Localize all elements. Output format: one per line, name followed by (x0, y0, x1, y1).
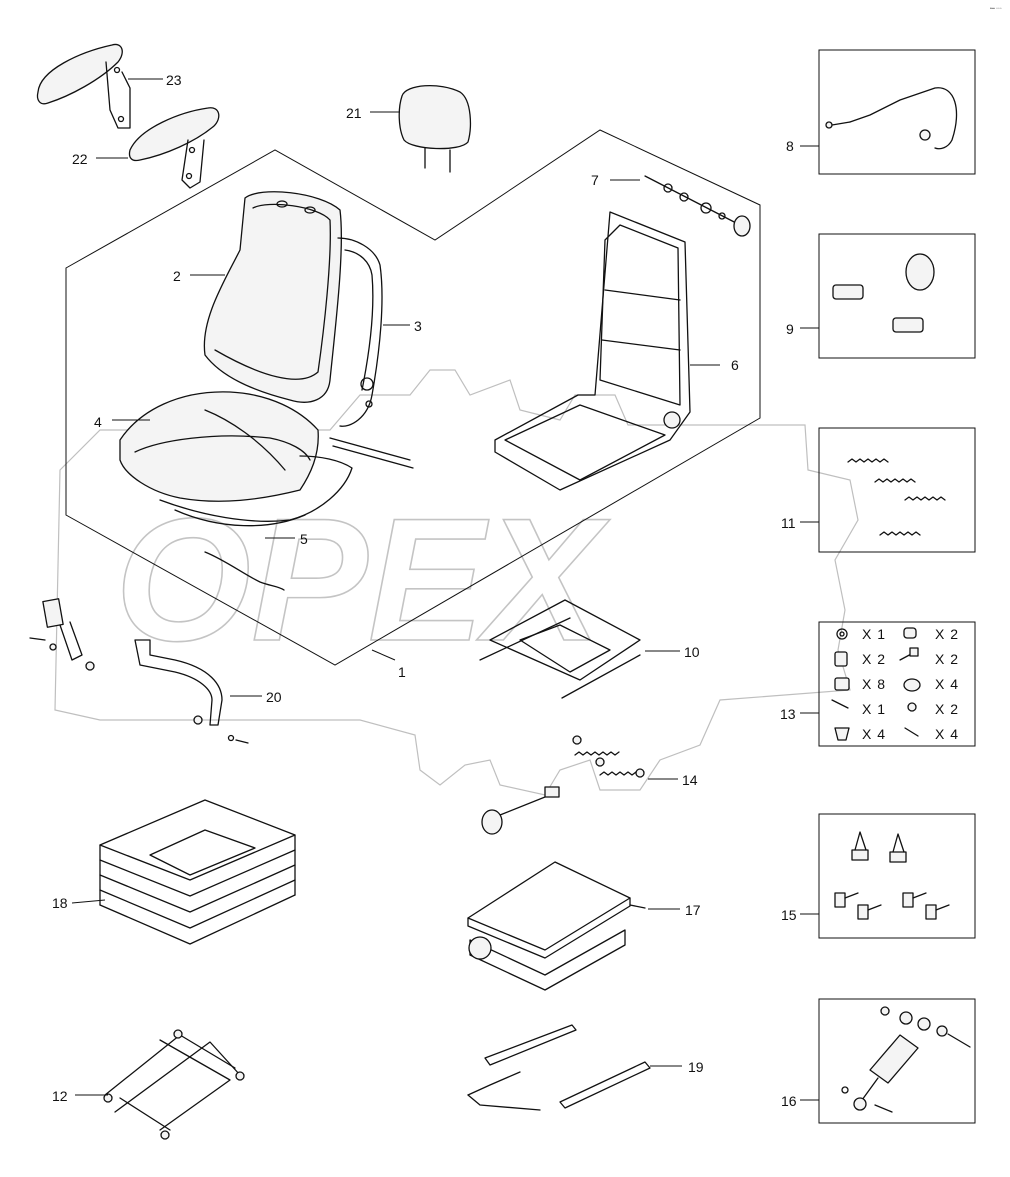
box-9 (818, 233, 976, 359)
damper-16 (841, 1006, 971, 1113)
suspension-17 (467, 861, 646, 991)
box-8 (818, 49, 976, 175)
spring-kit-14 (481, 735, 645, 835)
qty-3: X 2 (862, 651, 886, 667)
callout-12: 12 (52, 1088, 68, 1104)
callout-2: 2 (173, 268, 181, 284)
callout-6: 6 (731, 357, 739, 373)
seatbelt-20 (29, 598, 249, 744)
scissor-12 (103, 1029, 245, 1140)
back-shell-3 (337, 237, 383, 427)
springs-11 (847, 458, 946, 536)
callout-11: 11 (781, 515, 796, 531)
seat-frame-6 (494, 211, 691, 491)
callout-15: 15 (781, 907, 797, 923)
callout-9: 9 (786, 321, 794, 337)
callout-7: 7 (591, 172, 599, 188)
corner-mark: •━ ▫▫▫ (990, 6, 1002, 12)
seat-assembly-outline (65, 129, 761, 666)
callout-1: 1 (398, 664, 406, 680)
armrest-23 (36, 43, 131, 129)
qty-10: X 4 (935, 726, 959, 742)
seat-pan-5 (159, 455, 353, 527)
bellows-18 (99, 799, 296, 945)
rails-19 (467, 1024, 651, 1111)
box-13 (818, 621, 976, 747)
clips-9 (832, 253, 935, 333)
callout-17: 17 (685, 902, 701, 918)
qty-4: X 2 (935, 651, 959, 667)
qty-6: X 4 (935, 676, 959, 692)
armrest-22 (128, 107, 220, 189)
box-15 (818, 813, 976, 939)
callout-3: 3 (414, 318, 422, 334)
headrest-21 (398, 84, 472, 173)
qty-1: X 1 (862, 626, 886, 642)
wire-harness (204, 551, 285, 591)
callout-13: 13 (780, 706, 796, 722)
box-11 (818, 427, 976, 553)
callout-21: 21 (346, 105, 362, 121)
callout-10: 10 (684, 644, 700, 660)
slide-rail-10 (479, 599, 641, 699)
callout-19: 19 (688, 1059, 704, 1075)
callout-16: 16 (781, 1093, 797, 1109)
callout-8: 8 (786, 138, 794, 154)
qty-5: X 8 (862, 676, 886, 692)
qty-9: X 4 (862, 726, 886, 742)
cable-8 (825, 87, 958, 150)
adjuster-7 (644, 175, 751, 237)
callout-22: 22 (72, 151, 88, 167)
callout-20: 20 (266, 689, 282, 705)
callout-18: 18 (52, 895, 68, 911)
qty-7: X 1 (862, 701, 886, 717)
callout-23: 23 (166, 72, 182, 88)
kit-13-parts (831, 627, 921, 741)
qty-8: X 2 (935, 701, 959, 717)
callout-4: 4 (94, 414, 102, 430)
box-16 (818, 998, 976, 1124)
qty-2: X 2 (935, 626, 959, 642)
callout-14: 14 (682, 772, 698, 788)
callout-5: 5 (300, 531, 308, 547)
fasteners-15 (834, 831, 950, 920)
backrest-cushion-2 (203, 191, 342, 403)
seat-cushion-4 (119, 391, 319, 502)
